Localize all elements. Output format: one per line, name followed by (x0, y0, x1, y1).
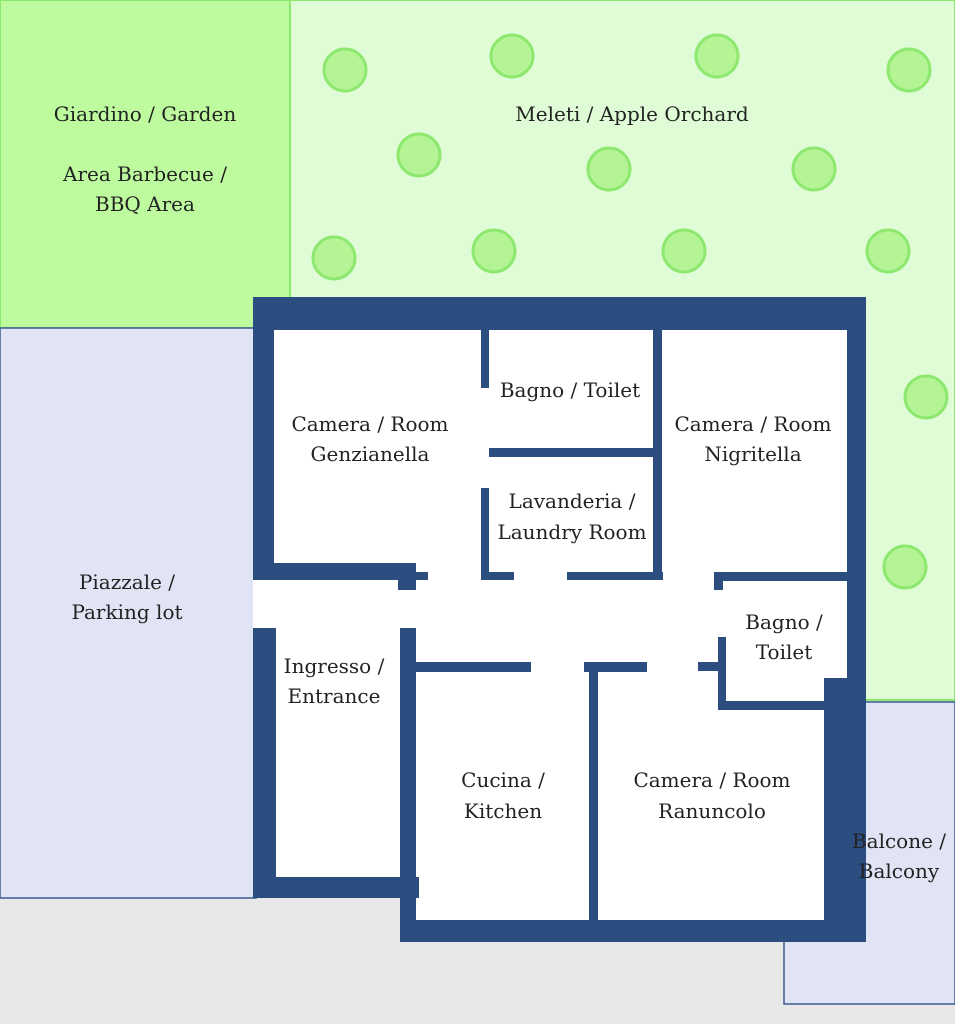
wall-stub (698, 662, 718, 671)
room-ranuncolo-label: Camera / Room (633, 768, 790, 792)
room-entrance-label: Ingresso / (284, 654, 385, 678)
wall-stub (714, 572, 723, 590)
room-toilet-top-label: Bagno / Toilet (500, 378, 640, 402)
wall-entrance-right (400, 628, 416, 942)
wall-right-upper (847, 297, 866, 680)
apple-trees (311, 33, 949, 590)
wall-kitchen-top (400, 662, 531, 672)
room-toilet-right-label: Toilet (756, 640, 813, 664)
wall-toilet-right-bottom (718, 701, 826, 710)
apple-tree-icon (865, 228, 911, 274)
room-nigritella-label: Nigritella (704, 442, 801, 466)
room-ranuncolo-label: Ranuncolo (658, 799, 766, 823)
wall-nigritella-bottom (714, 572, 847, 581)
parking-label: Piazzale / (79, 570, 175, 594)
room-entrance-label: Entrance (288, 684, 381, 708)
wall-ranuncolo-top (584, 662, 647, 672)
wall-laundry-left (481, 488, 489, 580)
garden-area (0, 0, 291, 329)
apple-tree-icon (903, 374, 949, 420)
room-kitchen-label: Cucina / (461, 768, 545, 792)
bbq-label: BBQ Area (95, 192, 195, 216)
bbq-label: Area Barbecue / (62, 162, 227, 186)
apple-tree-icon (471, 228, 517, 274)
room-laundry-label: Lavanderia / (509, 489, 636, 513)
balcony-label: Balcony (859, 859, 940, 883)
wall-genzianella-bottom (253, 563, 416, 580)
apple-tree-icon (396, 132, 442, 178)
apple-tree-icon (882, 544, 928, 590)
room-genzianella-label: Genzianella (311, 442, 430, 466)
apple-tree-icon (661, 228, 707, 274)
wall-genzianella-right (481, 330, 489, 388)
wall-left-lower (253, 628, 276, 898)
wall-right-lower (824, 678, 866, 942)
room-toilet-right-label: Bagno / (745, 610, 823, 634)
wall-laundry-bottom-a (481, 572, 514, 580)
apple-tree-icon (694, 33, 740, 79)
room-laundry-label: Laundry Room (497, 520, 646, 544)
apple-tree-icon (886, 47, 932, 93)
wall-stub (416, 572, 428, 580)
wall-bottom (400, 920, 866, 942)
wall-left-upper (253, 297, 274, 580)
apple-tree-icon (311, 235, 357, 281)
apple-tree-icon (489, 33, 535, 79)
wall-core-right (653, 330, 662, 580)
wall-top (253, 297, 866, 330)
balcony-label: Balcone / (852, 829, 946, 853)
wall-kitchen-right (589, 662, 598, 920)
room-genzianella-label: Camera / Room (291, 412, 448, 436)
room-kitchen-label: Kitchen (464, 799, 542, 823)
wall-toilet-bottom (489, 448, 654, 457)
orchard-label: Meleti / Apple Orchard (515, 102, 749, 126)
wall-stub (398, 563, 416, 590)
apple-tree-icon (791, 146, 837, 192)
apple-tree-icon (586, 146, 632, 192)
wall-toilet-right-left (718, 637, 726, 710)
room-nigritella-label: Camera / Room (674, 412, 831, 436)
garden-label: Giardino / Garden (54, 102, 237, 126)
parking-area (0, 327, 257, 899)
walls (253, 297, 866, 942)
wall-laundry-bottom-b (567, 572, 663, 580)
wall-bottom-left (253, 877, 419, 898)
apple-tree-icon (322, 47, 368, 93)
parking-label: Parking lot (71, 600, 182, 624)
